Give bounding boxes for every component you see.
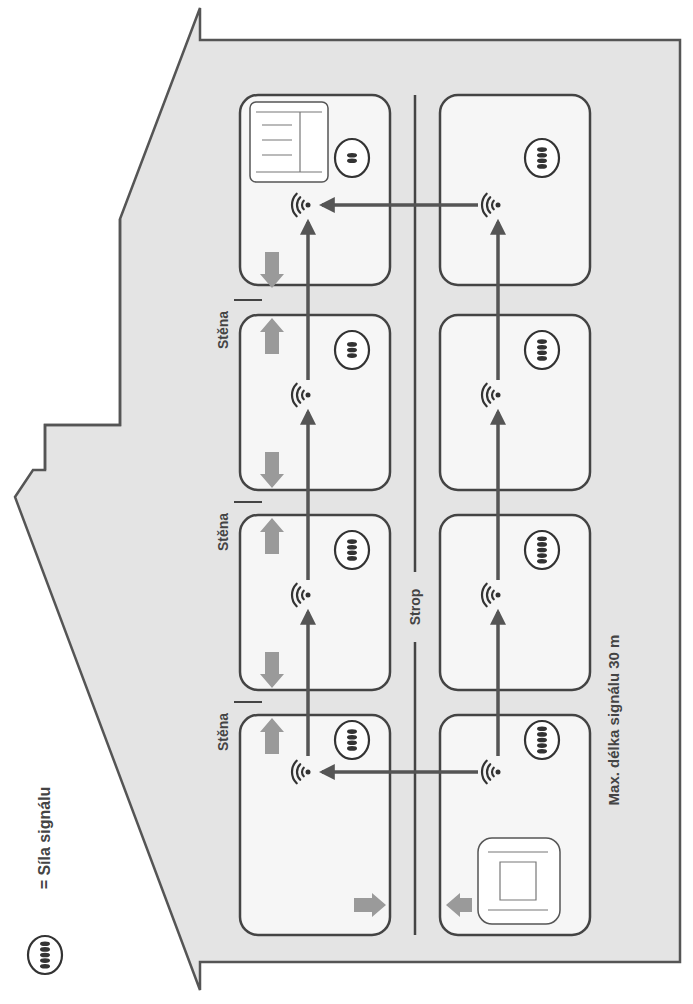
attenuation-arrow [260, 318, 284, 354]
signal-strength-icon [28, 936, 62, 974]
label-holder: Stěna [214, 713, 232, 751]
attenuation-arrow [260, 518, 284, 554]
legend-holder: = Síla signálu [36, 787, 54, 890]
room-box [240, 95, 390, 285]
signal-strength-icon [335, 139, 369, 177]
signal-strength-icon [525, 139, 559, 177]
signal-arrow [306, 612, 310, 756]
signal-strength-icon [335, 331, 369, 369]
wifi-symbol [482, 194, 501, 217]
ceiling-line [414, 642, 417, 935]
room-box [440, 715, 590, 935]
signal-arrow [496, 222, 500, 380]
ceiling-line [415, 95, 416, 935]
signal-arrow [322, 770, 478, 774]
room-box [240, 715, 390, 935]
ceiling-line [414, 95, 417, 572]
label-holder: Stěna [214, 513, 232, 551]
chimney [45, 219, 120, 470]
attenuation-arrow [260, 452, 284, 488]
wifi-symbol [292, 384, 311, 407]
room-box [440, 515, 590, 690]
rooms [240, 95, 590, 935]
wifi-symbol [292, 584, 311, 607]
attenuation-arrow [446, 893, 472, 917]
attenuation-arrow [260, 252, 284, 288]
wall-label: Stěna [215, 311, 231, 349]
wall-label: Stěna [215, 513, 231, 551]
base-station [250, 102, 328, 182]
attenuation-arrow [260, 652, 284, 688]
wifi-symbol [482, 761, 501, 784]
signal-arrow [322, 203, 478, 207]
signal-arrow [306, 412, 310, 580]
signal-strength-icon [525, 331, 559, 369]
signal-strength-icon [335, 531, 369, 569]
wall-label: Stěna [215, 713, 231, 751]
label-holder: Stěna [214, 311, 232, 349]
room-box [440, 315, 590, 490]
house-outline [15, 8, 680, 990]
wifi-symbol [292, 761, 311, 784]
wifi-symbol [292, 194, 311, 217]
signal-strength-icon [335, 721, 369, 759]
signal-arrow [496, 412, 500, 580]
label-holder: Strop [406, 589, 424, 626]
attenuation-arrow [260, 718, 284, 754]
room-box [440, 95, 590, 285]
ceiling-label: Strop [407, 589, 423, 626]
label-holder: Max. délka signálu 30 m [605, 635, 623, 806]
wifi-symbol [482, 584, 501, 607]
signal-strength-icon [525, 531, 559, 569]
wall-tick [234, 299, 262, 301]
room-box [240, 515, 390, 690]
room-box [240, 315, 390, 490]
handset [478, 838, 560, 924]
range-note: Max. délka signálu 30 m [605, 635, 622, 806]
legend-text: = Síla signálu [36, 787, 53, 890]
signal-arrows [308, 205, 498, 772]
attenuation-arrow [354, 893, 386, 917]
signal-arrow [496, 612, 500, 756]
wall-tick [234, 501, 262, 503]
wall-tick [234, 701, 262, 703]
signal-arrow [306, 222, 310, 380]
wifi-symbol [482, 384, 501, 407]
signal-strength-icon [525, 721, 559, 759]
